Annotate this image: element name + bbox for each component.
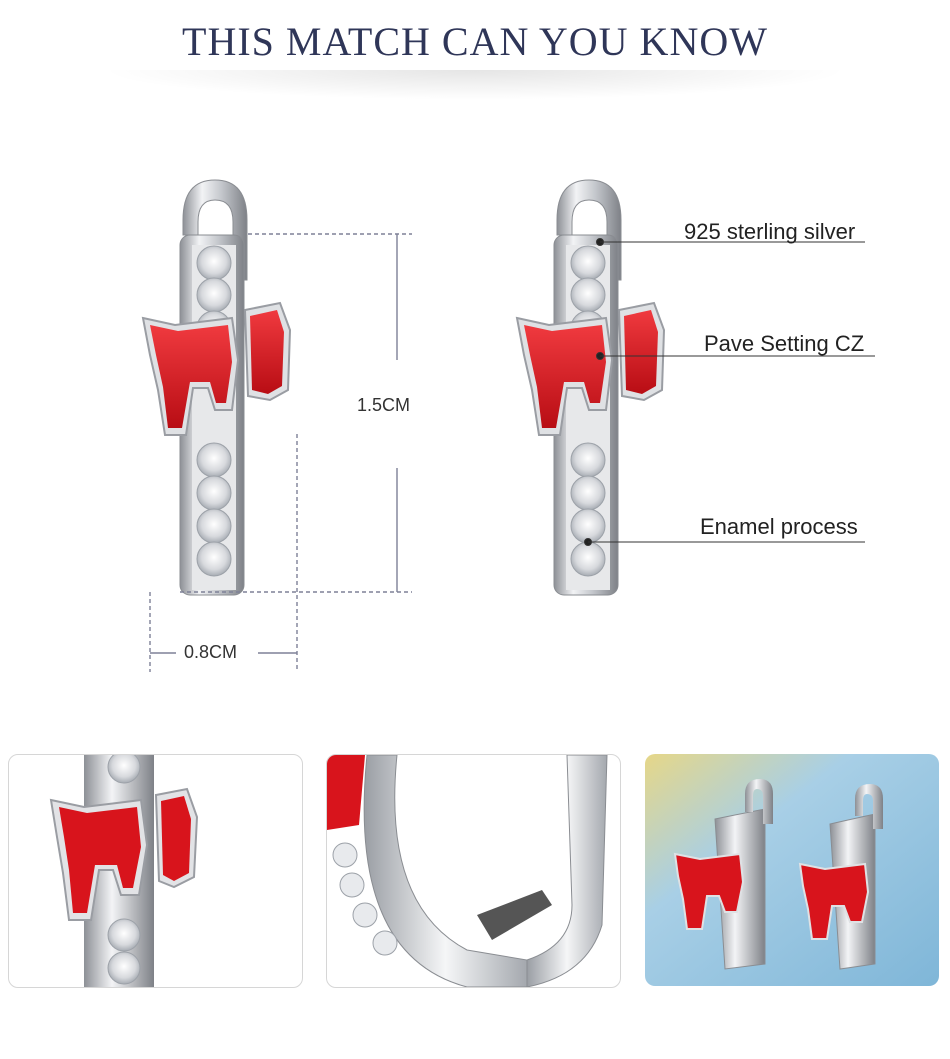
title-shadow [100,70,850,100]
earring-left [141,179,292,596]
earring-diagram [141,179,875,672]
dimension-lines [149,233,412,672]
thumbnail-closeup-hinge[interactable] [326,754,621,988]
thumbnail-closeup-charm[interactable] [8,754,303,988]
callout-sterling-silver: 925 sterling silver [684,219,856,244]
red-dog-charm-right [515,301,666,436]
page-title: THIS MATCH CAN YOU KNOW [182,19,768,64]
earring-right [515,179,666,596]
red-dog-charm-left [141,301,292,436]
callout-lines [584,238,875,546]
thumbnail-lifestyle[interactable] [645,754,939,986]
height-dimension-label: 1.5CM [357,395,411,416]
callout-enamel-process: Enamel process [700,514,858,539]
width-dimension-label: 0.8CM [184,642,238,663]
callout-pave-setting: Pave Setting CZ [704,331,865,356]
